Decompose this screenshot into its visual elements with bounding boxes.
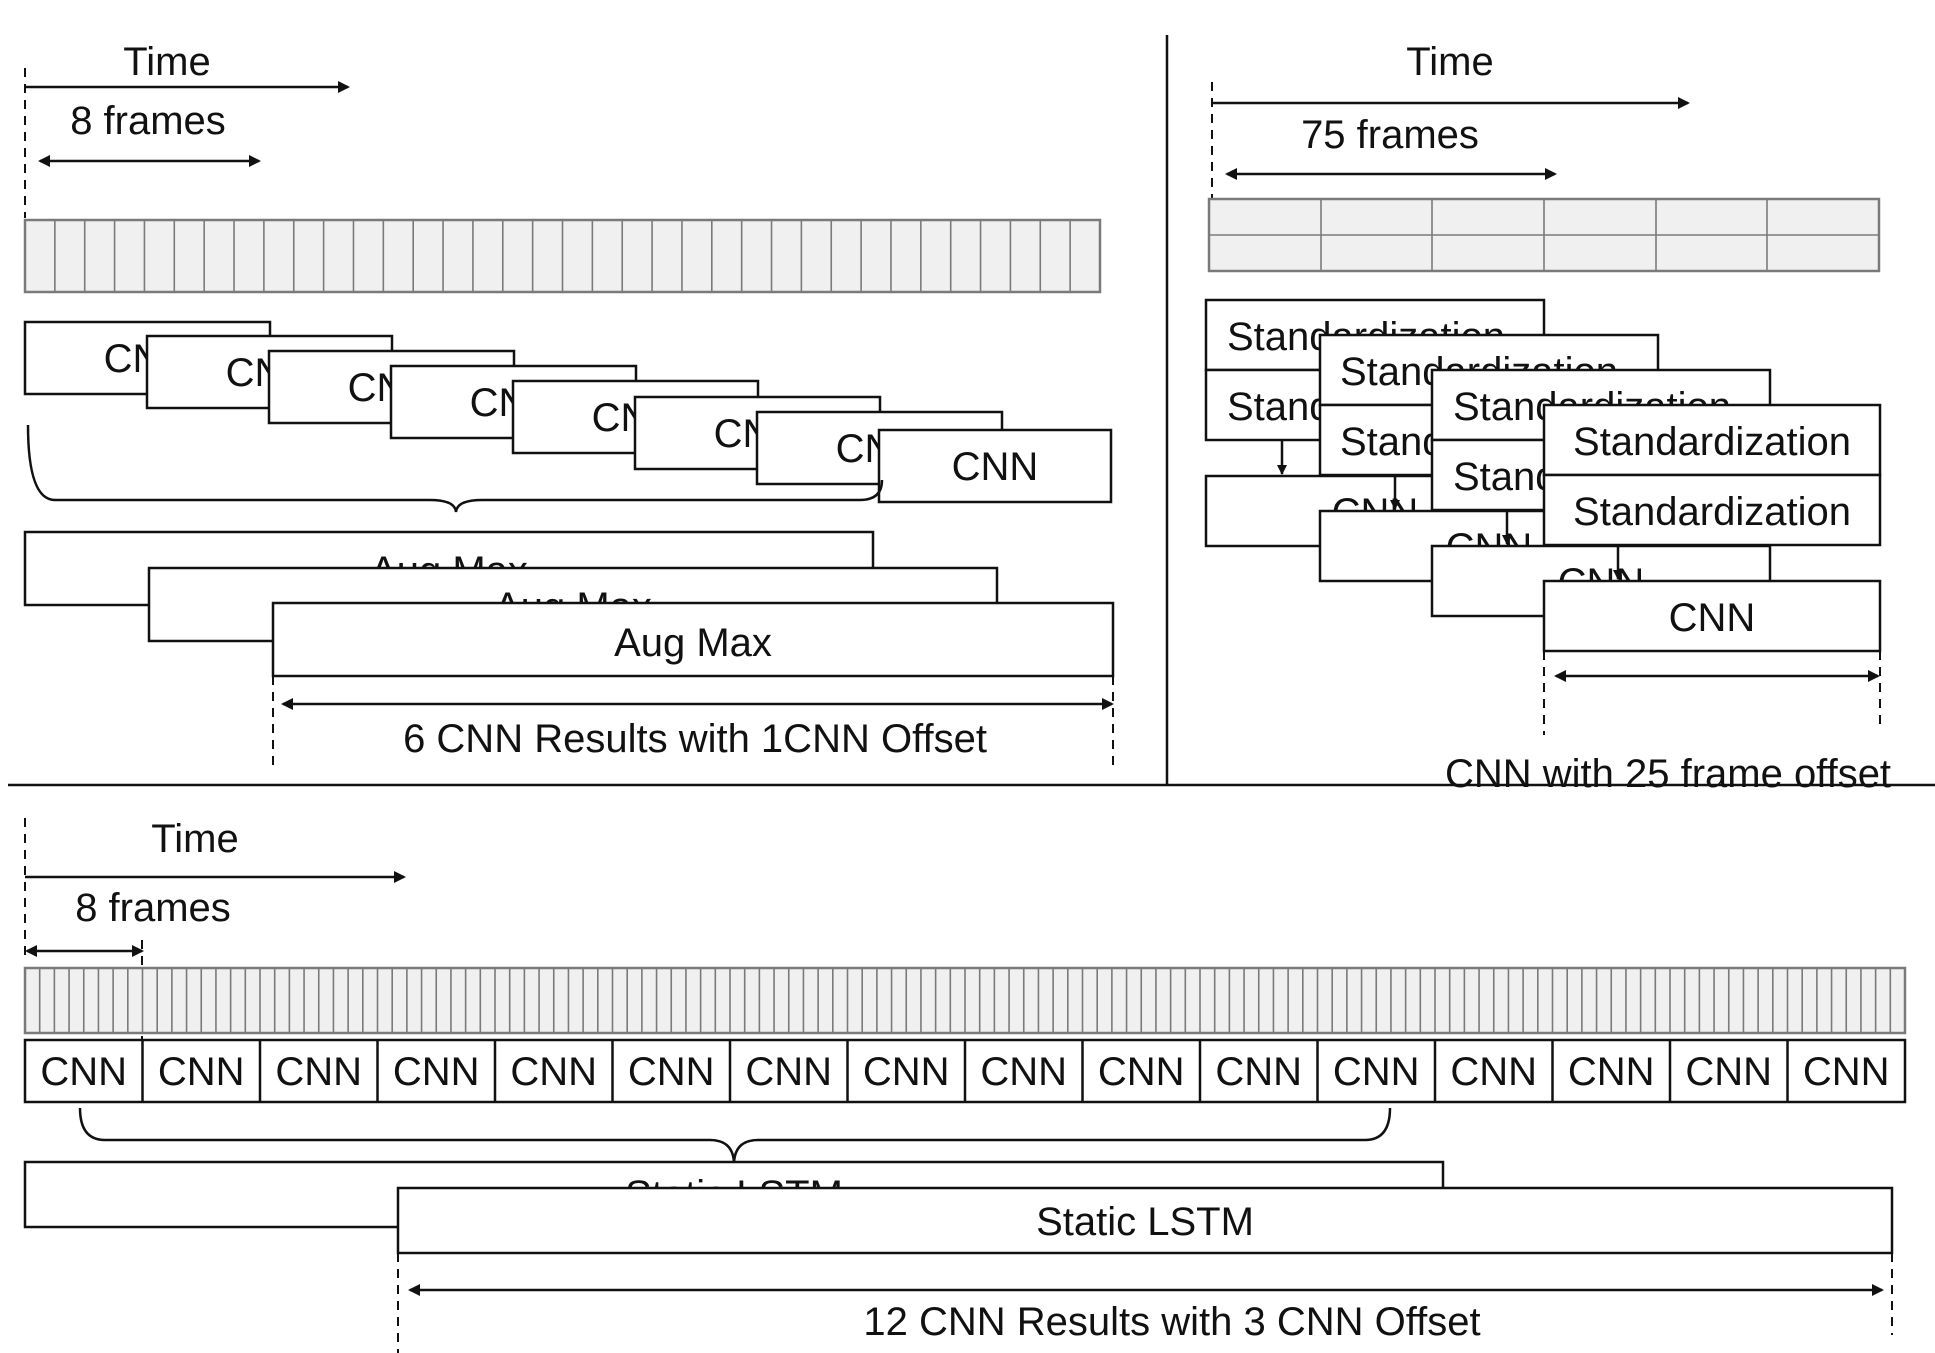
panel-c-brace	[78, 1107, 1392, 1164]
panel-b-stack-4-std-2: Standardization	[1573, 490, 1851, 534]
panel-c-cnn-cell-7: CNN	[745, 1050, 832, 1094]
panel-c-cnn-cell-3: CNN	[275, 1050, 362, 1094]
svg-text:CNN: CNN	[952, 445, 1039, 489]
panel-c-cnn-cell-11: CNN	[1215, 1050, 1302, 1094]
panel-c-cnn-row: CNN CNN CNN CNN CNN CNN CNN CNN CNN CNN CNN CNN CNN C…	[23, 1038, 1907, 1104]
svg-text:Static LSTM: Static LSTM	[1036, 1200, 1254, 1244]
panel-c-result-label: 12 CNN Results with 3 CNN Offset	[863, 1300, 1480, 1344]
panel-c-cnn-cell-4: CNN	[393, 1050, 480, 1094]
panel-c-cnn-cell-1: CNN	[40, 1050, 127, 1094]
panel-a-time-label: Time	[123, 40, 210, 84]
panel-a-augmax-3: Aug Max	[271, 601, 1115, 678]
panel-c-cnn-cell-10: CNN	[1098, 1050, 1185, 1094]
panel-c-cnn-cell-16: CNN	[1803, 1050, 1890, 1094]
panel-c-time-label: Time	[151, 817, 238, 861]
panel-b-frames-label: 75 frames	[1301, 113, 1479, 157]
panel-c-cnn-cell-14: CNN	[1568, 1050, 1655, 1094]
panel-c-cnn-cell-9: CNN	[980, 1050, 1067, 1094]
panel-c-frame-strip	[23, 966, 1907, 1035]
panel-c-frames-label: 8 frames	[75, 886, 231, 930]
panel-a-brace	[26, 424, 884, 513]
panel-a-frames-label: 8 frames	[70, 99, 226, 143]
panel-b-frame-grid	[1207, 197, 1881, 273]
panel-b-stack-4-std-1: Standardization	[1573, 420, 1851, 464]
panel-a: Time 8 frames CNN CNN CNN CNN	[23, 40, 1115, 772]
panel-a-cnn-stack: CNN CNN CNN CNN CNN CNN	[23, 320, 1113, 504]
panel-c-cnn-cell-15: CNN	[1685, 1050, 1772, 1094]
panel-b: Time 75 frames Standardization Standardi…	[1204, 40, 1891, 796]
panel-c-cnn-cell-12: CNN	[1333, 1050, 1420, 1094]
panel-c-lstm-2: Static LSTM	[396, 1186, 1894, 1255]
panel-a-cnn-8: CNN	[877, 428, 1113, 504]
svg-text:Aug Max: Aug Max	[614, 621, 772, 665]
panel-c-cnn-cell-5: CNN	[510, 1050, 597, 1094]
panel-b-stack-4-cnn: CNN	[1669, 596, 1756, 640]
panel-b-result-label: CNN with 25 frame offset	[1445, 752, 1891, 796]
panel-b-time-label: Time	[1406, 40, 1493, 84]
panel-c-cnn-cell-2: CNN	[158, 1050, 245, 1094]
panel-c-cnn-cell-8: CNN	[863, 1050, 950, 1094]
panel-a-result-label: 6 CNN Results with 1CNN Offset	[403, 717, 987, 761]
panel-c-cnn-cell-13: CNN	[1450, 1050, 1537, 1094]
panel-a-frame-strip	[23, 218, 1102, 294]
panel-a-augmax-stack: Aug Max Aug Max Aug Max	[23, 530, 1115, 678]
panel-b-stack-4: Standardization Standardization CNN	[1542, 403, 1882, 653]
panel-c-cnn-cell-6: CNN	[628, 1050, 715, 1094]
